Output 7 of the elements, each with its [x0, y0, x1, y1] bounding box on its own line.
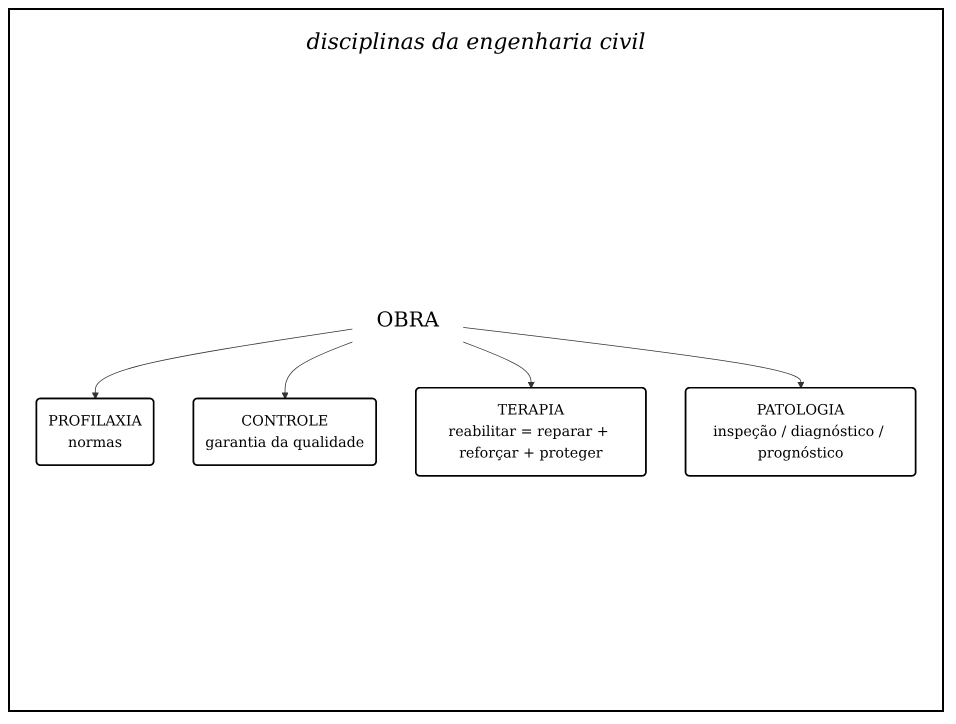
arrow: [92, 329, 354, 400]
node-text: OBRA: [376, 308, 440, 333]
arrow: [462, 327, 804, 389]
diagram: OBRA PROFILAXIA normas CONTROLE garantia da qualidade TERAPIA reabilitar = reparar + reforçar + proteger PATOLOGIA inspeção / diagnóstico / prognóstico: [30, 287, 922, 483]
arrow: [462, 342, 535, 389]
arrow: [282, 342, 354, 400]
diagram-title: disciplinas da engenharia civil: [306, 30, 646, 55]
